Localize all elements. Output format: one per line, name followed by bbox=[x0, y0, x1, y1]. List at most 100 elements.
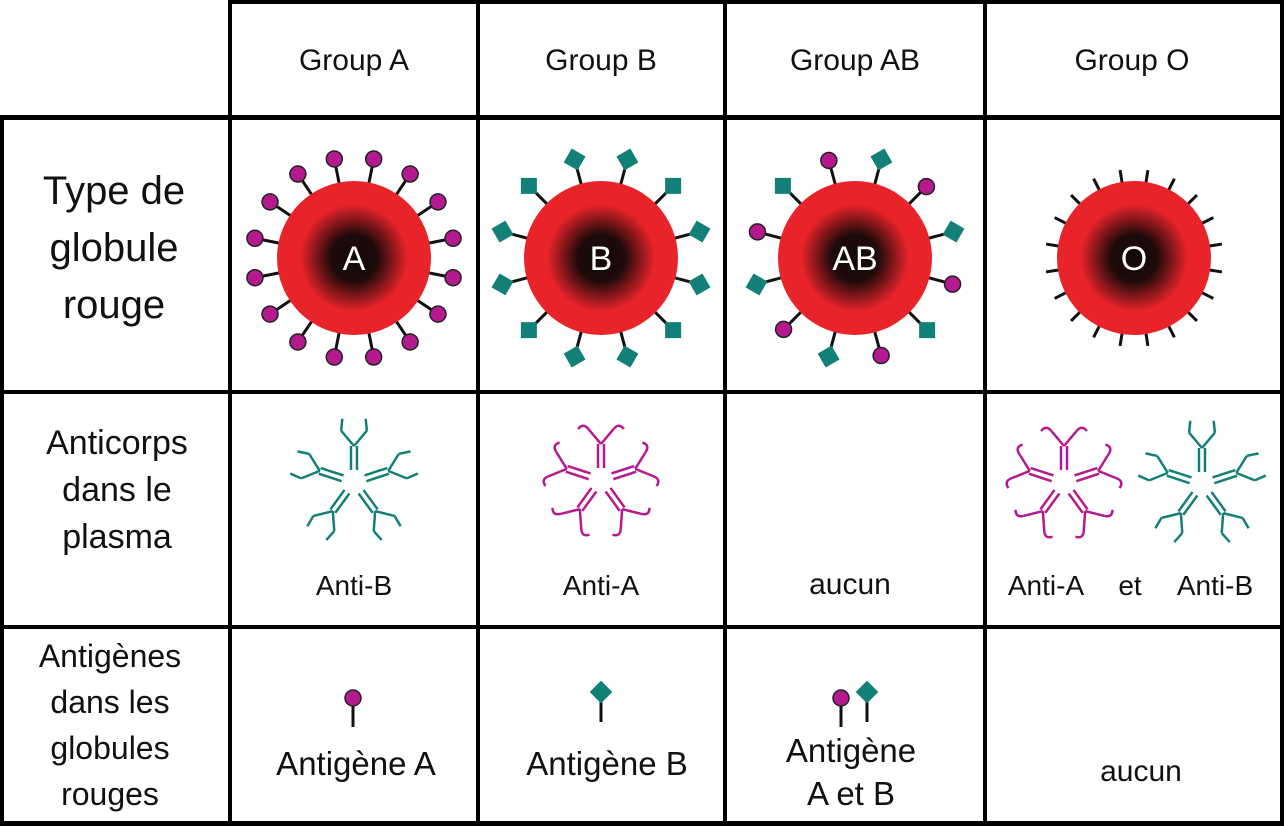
antibody-arm bbox=[634, 451, 647, 470]
antibody-arm bbox=[555, 451, 568, 470]
antibody-tip bbox=[653, 475, 660, 487]
antibody-tip bbox=[580, 528, 590, 537]
red-blood-cell-a bbox=[277, 181, 431, 335]
antigen-a-icon bbox=[444, 268, 462, 287]
antibody-stem bbox=[318, 472, 343, 483]
antigen-b-icon bbox=[665, 322, 682, 339]
antibody-arm bbox=[372, 511, 377, 532]
antibody-tip bbox=[1040, 426, 1053, 432]
antibody-arm bbox=[600, 427, 615, 445]
antibody-arm bbox=[1063, 429, 1078, 447]
grid-line bbox=[1280, 0, 1284, 826]
antibody-tip bbox=[339, 418, 344, 431]
grid-line bbox=[228, 0, 232, 826]
antigen-stalk bbox=[652, 191, 668, 207]
antigen-b-icon bbox=[563, 148, 586, 171]
antibody-arm bbox=[1220, 513, 1225, 534]
antibody-arm bbox=[578, 509, 583, 530]
antigen-stalk bbox=[534, 309, 550, 325]
antigen-label-b: Antigène B bbox=[526, 745, 688, 782]
antigen-stalk bbox=[334, 166, 341, 185]
antibody-arm bbox=[353, 429, 368, 447]
antigen-a-icon bbox=[261, 305, 279, 323]
antibody-tip bbox=[1104, 509, 1114, 518]
antigen-b-icon bbox=[688, 273, 711, 296]
antibody-arm bbox=[1097, 469, 1118, 480]
antibody-tip bbox=[1241, 517, 1250, 529]
label-line: rouges bbox=[61, 776, 159, 812]
receptor-tick bbox=[1118, 331, 1124, 347]
antigen-a-icon bbox=[917, 177, 936, 196]
antigen-stalk bbox=[652, 309, 668, 325]
antibody-tip bbox=[289, 472, 302, 480]
red-blood-cell-o bbox=[1057, 181, 1211, 335]
receptor-tick bbox=[1144, 169, 1150, 185]
antibody-stem bbox=[1182, 494, 1199, 516]
antibody-stem bbox=[1030, 466, 1054, 477]
antigen-a-icon bbox=[364, 348, 383, 366]
antigen-stalk bbox=[906, 309, 922, 325]
antibody-tip bbox=[372, 530, 383, 541]
antibody-arm bbox=[313, 509, 334, 518]
antigen-stalk bbox=[415, 298, 433, 311]
antibody-label-o-anti-a: Anti-A bbox=[1007, 570, 1085, 601]
antigen-stalk bbox=[872, 330, 881, 349]
antibody-stem bbox=[365, 472, 390, 483]
receptor-tick bbox=[1200, 290, 1214, 300]
grid-line bbox=[723, 0, 727, 826]
antigen-a-icon bbox=[289, 333, 307, 351]
antibody-tip bbox=[1014, 509, 1024, 518]
antibody-arm bbox=[1179, 513, 1184, 534]
antibody-stem bbox=[1028, 472, 1053, 483]
receptor-tick bbox=[1207, 242, 1223, 248]
antigen-stalk bbox=[829, 330, 838, 349]
antibody-tip bbox=[1220, 532, 1231, 543]
antigen-stalk bbox=[334, 331, 341, 350]
antibody-arm bbox=[560, 507, 581, 516]
antibody-stem bbox=[1210, 491, 1227, 513]
label-line: Anticorps bbox=[46, 424, 188, 462]
antigen-stalk bbox=[262, 271, 281, 278]
grid-line bbox=[0, 821, 1284, 826]
antibody-arm bbox=[1222, 511, 1243, 520]
antibody-stem bbox=[576, 487, 593, 509]
antibody-tip bbox=[297, 450, 310, 456]
antigen-a-icon bbox=[325, 348, 344, 366]
receptor-tick bbox=[1045, 242, 1061, 248]
antibody-arm bbox=[300, 469, 321, 480]
antibody-arm bbox=[1188, 431, 1203, 449]
antigen-stalk bbox=[367, 331, 374, 350]
antigen-stalk bbox=[618, 167, 627, 186]
label-line: A et B bbox=[806, 775, 896, 812]
antibody-stem bbox=[320, 466, 344, 477]
antigen-a-icon bbox=[943, 275, 962, 293]
receptor-tick bbox=[1092, 324, 1102, 338]
rbc-letter-ab: AB bbox=[832, 240, 878, 278]
antigen-stalk bbox=[427, 238, 446, 245]
antibody-tip bbox=[641, 507, 651, 516]
antigen-stalk bbox=[575, 330, 584, 349]
antibody-arm bbox=[1148, 471, 1169, 482]
receptor-tick bbox=[1045, 268, 1061, 274]
antibody-tip bbox=[553, 441, 561, 453]
antibody-tip bbox=[1145, 452, 1158, 458]
antigen-stalk bbox=[301, 319, 314, 337]
antibody-tip bbox=[306, 515, 315, 527]
receptor-tick bbox=[1054, 290, 1068, 300]
antibody-label-o-anti-b: Anti-B bbox=[1176, 570, 1254, 601]
red-blood-cell-ab bbox=[778, 181, 932, 335]
antibody-stem bbox=[1212, 468, 1236, 479]
antibody-arm bbox=[1097, 453, 1110, 472]
antigen-b-icon bbox=[616, 345, 639, 368]
receptor-tick bbox=[1070, 309, 1083, 322]
antibody-arm bbox=[374, 509, 395, 518]
antibody-stem bbox=[1075, 472, 1100, 483]
grid-line bbox=[983, 0, 987, 826]
antibody-stem bbox=[1213, 474, 1238, 485]
antigen-a-icon bbox=[289, 165, 307, 183]
receptor-tick bbox=[1200, 216, 1214, 226]
antigen-a-icon bbox=[401, 165, 419, 183]
antibody-stem bbox=[1177, 491, 1194, 513]
antibody-arm bbox=[340, 429, 355, 447]
